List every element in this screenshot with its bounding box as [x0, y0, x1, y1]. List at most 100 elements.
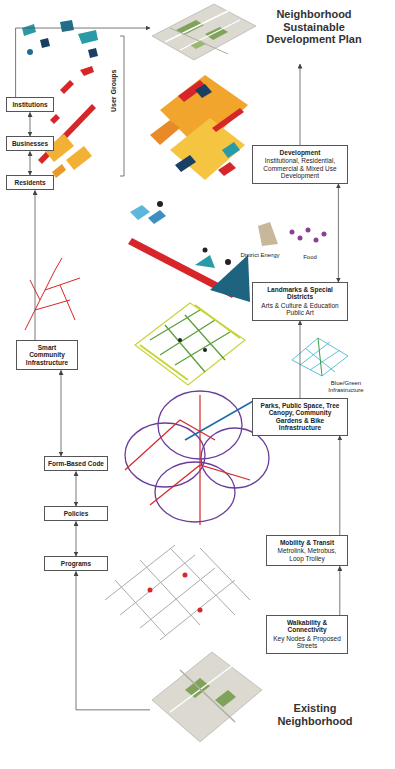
businesses-map [50, 114, 60, 124]
box-heading: Programs [48, 560, 104, 567]
parks-map [135, 303, 245, 385]
residents-map [66, 146, 92, 170]
group-bracket [120, 36, 124, 176]
walkability-map [105, 545, 250, 640]
development-map [150, 120, 180, 145]
plan-map [152, 4, 256, 60]
institutions-map [22, 24, 36, 36]
layer-box: DevelopmentInstitutional, Residential, C… [252, 145, 348, 184]
parks-map [135, 303, 245, 385]
box-heading: Development [256, 149, 344, 156]
group-box: Businesses [6, 136, 54, 151]
existing-map [180, 670, 235, 722]
transit-map [185, 400, 255, 440]
district-energy-map [258, 222, 278, 246]
group-bracket [120, 36, 124, 176]
development-map [212, 108, 244, 132]
parks-map [140, 305, 240, 380]
development-map [170, 118, 245, 180]
food-map [298, 236, 303, 241]
development-map [150, 75, 248, 180]
connector-arrow [339, 436, 340, 535]
businesses-map [60, 80, 74, 94]
district-energy-map [258, 222, 278, 246]
parks-map [178, 338, 182, 342]
connector-arrow [338, 184, 339, 282]
box-heading: Policies [48, 510, 104, 517]
food-map [322, 232, 327, 237]
connector-arrow [30, 151, 31, 175]
group-label: User Groups [110, 70, 118, 112]
connector-arrow [76, 471, 77, 506]
connector-arrow [300, 321, 301, 398]
box-text: Institutional, Residential, Commercial &… [256, 157, 344, 179]
map-heading: Existing Neighborhood [262, 702, 368, 727]
existing-map-node: Existing Neighborhood [150, 650, 370, 745]
plan-map [170, 28, 228, 54]
institutions-map [60, 20, 74, 32]
group-box: Residents [6, 175, 54, 190]
existing-map [152, 652, 262, 742]
street-sketch [25, 258, 80, 330]
layer-box: Landmarks & Special DistrictsArts & Cult… [252, 282, 348, 321]
connector-arrow [300, 64, 301, 145]
layer-box: Walkability & ConnectivityKey Nodes & Pr… [266, 615, 348, 654]
existing-map [215, 690, 236, 707]
box-heading: Smart Community Infrastructure [20, 344, 74, 366]
institutions-map [78, 30, 98, 44]
connector-arrow [339, 566, 340, 615]
process-box: Smart Community Infrastructure [16, 340, 78, 370]
process-box: Programs [44, 556, 108, 571]
landmarks-map [225, 259, 231, 265]
connector-arrow [76, 571, 150, 709]
box-heading: Walkability & Connectivity [270, 619, 344, 634]
existing-map [152, 652, 262, 742]
box-heading: Residents [10, 179, 50, 186]
box-heading: Parks, Public Space, Tree Canopy, Commun… [256, 402, 344, 432]
institutions-map [27, 49, 33, 55]
plan-map-node: Neighborhood Sustainable Development Pla… [150, 2, 370, 64]
landmarks-map [157, 201, 163, 207]
walkability-map [148, 588, 153, 593]
parks-map [203, 348, 207, 352]
connector-arrow [61, 370, 62, 456]
box-heading: Landmarks & Special Districts [256, 286, 344, 301]
institutions-map [22, 20, 98, 58]
landmarks-map [195, 255, 215, 268]
process-box: Policies [44, 506, 108, 521]
map-heading: Neighborhood Sustainable Development Pla… [258, 8, 370, 46]
landmarks-map [128, 201, 250, 302]
transit-map [125, 395, 250, 525]
connector-arrow [30, 112, 31, 136]
plan-map [152, 4, 256, 60]
annotation-label: Food [300, 254, 320, 261]
development-map [218, 162, 236, 176]
plan-map [205, 27, 228, 40]
process-box: Form-Based Code [44, 456, 108, 471]
box-heading: Institutions [10, 101, 50, 108]
food-map [306, 228, 311, 233]
businesses-map [80, 66, 94, 76]
food-map [290, 230, 295, 235]
annotation-label: District Energy [240, 252, 280, 259]
development-map [175, 155, 196, 172]
box-text: Metrolink, Metrobus, Loop Trolley [270, 547, 344, 562]
transit-map [125, 391, 269, 525]
blue-green-map [318, 338, 322, 376]
box-heading: Form-Based Code [48, 460, 104, 467]
transit-map [125, 423, 205, 487]
parks-map [150, 310, 230, 372]
connector-arrow [16, 28, 150, 97]
box-text: Arts & Culture & Education Public Art [256, 302, 344, 317]
connector-arrow [76, 521, 77, 556]
landmarks-map [130, 205, 150, 220]
walkability-map [183, 573, 188, 578]
box-heading: Businesses [10, 140, 50, 147]
institutions-map [88, 48, 98, 58]
transit-map [201, 428, 269, 488]
annotation-label: Blue/Green Infrastructure [316, 380, 376, 394]
plan-map [165, 10, 230, 42]
group-box: Institutions [6, 97, 54, 112]
